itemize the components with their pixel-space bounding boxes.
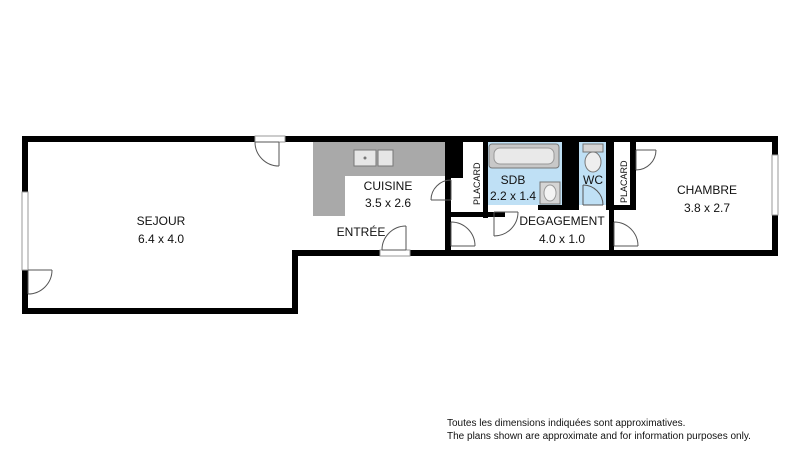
window-entrance xyxy=(379,249,411,257)
chambre-dims: 3.8 x 2.7 xyxy=(684,201,730,215)
door-wc xyxy=(582,184,604,206)
door-sejour-window xyxy=(27,269,53,295)
kitchen-counter xyxy=(313,142,445,216)
sdb-name: SDB xyxy=(501,173,526,187)
disclaimer: Toutes les dimensions indiquées sont app… xyxy=(447,417,792,443)
degagement-dims: 4.0 x 1.0 xyxy=(539,232,585,246)
sink-icon xyxy=(353,149,394,167)
chambre-name: CHAMBRE xyxy=(677,183,737,197)
sejour-dims: 6.4 x 4.0 xyxy=(138,232,184,246)
door-placard-right xyxy=(635,149,657,171)
door-entrance xyxy=(381,225,407,251)
disclaimer-french: Toutes les dimensions indiquées sont app… xyxy=(447,418,686,429)
wc-name: WC xyxy=(583,173,603,187)
placard-small-label: PLACARD xyxy=(472,162,482,205)
window-chambre-right xyxy=(771,154,779,216)
degagement-name: DEGAGEMENT xyxy=(519,214,605,228)
washbasin-icon xyxy=(539,181,561,205)
cuisine-dims: 3.5 x 2.6 xyxy=(365,196,411,210)
door-sdb xyxy=(493,211,519,237)
door-degagement-left xyxy=(450,221,476,247)
window-top-sejour xyxy=(254,135,286,143)
cuisine-name: CUISINE xyxy=(364,179,413,193)
interior-walls xyxy=(445,136,636,256)
sejour-name: SEJOUR xyxy=(137,214,186,228)
door-chambre xyxy=(613,221,639,247)
placard-large-label: PLACARD xyxy=(619,160,629,203)
door-sejour-top xyxy=(254,141,280,167)
doors xyxy=(27,141,657,295)
disclaimer-english: The plans shown are approximate and for … xyxy=(447,431,751,442)
window-sejour-left xyxy=(21,191,29,271)
sdb-dims: 2.2 x 1.4 xyxy=(490,189,536,203)
door-kitchen xyxy=(430,179,452,201)
toilet-icon xyxy=(582,143,604,173)
bathtub-icon xyxy=(488,143,560,169)
entree-name: ENTRÉE xyxy=(337,224,386,239)
